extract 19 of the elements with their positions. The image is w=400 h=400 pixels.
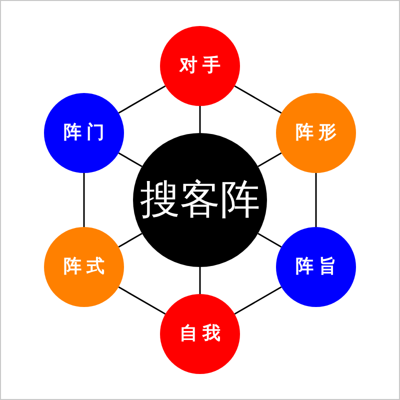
node-label: 阵旨 — [294, 258, 342, 276]
connector-line — [258, 232, 282, 248]
node-label: 阵式 — [62, 258, 110, 276]
connector-line — [234, 85, 282, 114]
node-label: 阵形 — [294, 124, 342, 142]
connector-line — [118, 85, 166, 114]
connector-line — [199, 267, 201, 294]
connector-line — [118, 152, 142, 168]
node-label: 自我 — [178, 325, 226, 343]
node-label: 搜客阵 — [140, 180, 260, 220]
node-label: 对手 — [178, 57, 226, 75]
connector-line — [118, 232, 142, 248]
node-label: 阵门 — [62, 124, 110, 142]
connector-line — [315, 173, 317, 227]
connector-line — [258, 152, 282, 168]
connector-line — [234, 286, 282, 315]
connector-line — [83, 173, 85, 227]
connector-line — [118, 286, 166, 315]
connector-line — [199, 106, 201, 133]
